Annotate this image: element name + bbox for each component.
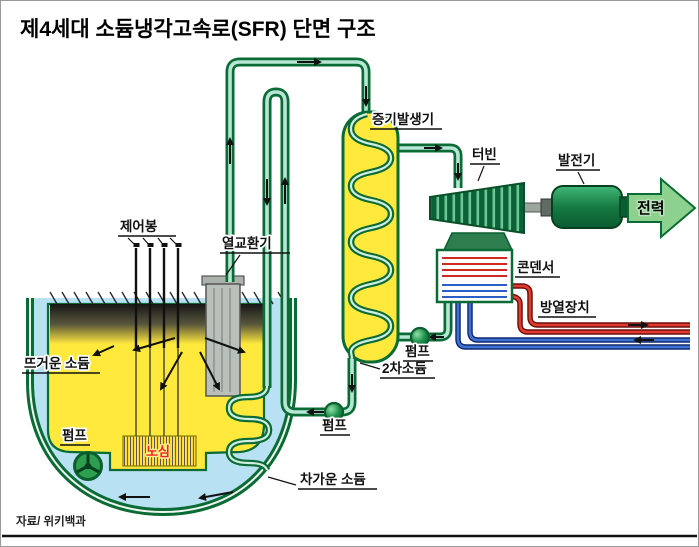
svg-text:차가운 소듐: 차가운 소듐 bbox=[300, 472, 366, 487]
impeller-hub bbox=[84, 462, 92, 470]
generator-unit bbox=[540, 185, 633, 229]
ihx-tubes bbox=[213, 288, 231, 392]
svg-text:제어봉: 제어봉 bbox=[120, 218, 157, 234]
reactor-core bbox=[122, 435, 197, 467]
label-pump-secondary: 펌프 bbox=[320, 415, 350, 436]
label-reactor-core: 노심 bbox=[145, 443, 172, 461]
label-heat-exchanger: 열교환기 bbox=[220, 233, 290, 276]
svg-text:열교환기: 열교환기 bbox=[222, 235, 272, 251]
coupling bbox=[540, 198, 553, 217]
label-steam-generator: 증기발생기 bbox=[370, 109, 442, 130]
label-generator: 발전기 bbox=[556, 150, 600, 185]
power-arrow: 전력 bbox=[627, 176, 697, 240]
label-turbine: 터빈 bbox=[470, 145, 500, 182]
pump-ball-icon bbox=[323, 401, 345, 423]
power-arrow-icon bbox=[627, 176, 697, 240]
condenser bbox=[435, 232, 514, 304]
svg-text:증기발생기: 증기발생기 bbox=[372, 111, 434, 127]
sodium-flow-arrows bbox=[92, 337, 246, 501]
vessel-wall-gap bbox=[29, 298, 294, 514]
secondary-pump bbox=[323, 401, 345, 423]
svg-text:펌프: 펌프 bbox=[62, 427, 87, 443]
label-secondary-sodium: 2차소듐 bbox=[359, 359, 435, 379]
label-control-rods: 제어봉 bbox=[118, 216, 179, 247]
label-cold-sodium: 차가운 소듐 bbox=[267, 470, 377, 490]
primary-pump bbox=[73, 451, 103, 481]
svg-text:콘덴서: 콘덴서 bbox=[517, 260, 554, 275]
svg-text:뜨거운 소듐: 뜨거운 소듐 bbox=[24, 356, 90, 371]
svg-text:방열장치: 방열장치 bbox=[540, 299, 590, 315]
source-credit: 자료/ 위키백과 bbox=[16, 514, 86, 528]
intermediate-heat-exchanger bbox=[201, 275, 245, 397]
turbine bbox=[429, 181, 551, 235]
radiator-pipes bbox=[455, 283, 690, 350]
svg-text:노심: 노심 bbox=[146, 444, 170, 459]
condenser-inlet-funnel bbox=[442, 232, 514, 251]
condenser-cold-tubes bbox=[442, 284, 507, 298]
feedwater-pump bbox=[409, 326, 431, 348]
pipe-flow-arrows bbox=[226, 58, 654, 416]
svg-text:펌프: 펌프 bbox=[322, 417, 347, 433]
svg-text:펌프: 펌프 bbox=[405, 343, 430, 359]
svg-text:터빈: 터빈 bbox=[472, 147, 497, 162]
control-rods bbox=[133, 243, 182, 436]
label-power: 전력 bbox=[637, 199, 665, 217]
label-radiator: 방열장치 bbox=[538, 297, 596, 318]
svg-text:2차소듐: 2차소듐 bbox=[382, 361, 427, 376]
condenser-hot-tubes bbox=[442, 257, 507, 277]
steam-generator bbox=[341, 110, 400, 364]
control-rod-guides bbox=[135, 348, 179, 436]
page-title: 제4세대 소듐냉각고속로(SFR) 단면 구조 bbox=[20, 18, 376, 41]
label-hot-sodium: 뜨거운 소듐 bbox=[22, 354, 100, 374]
turbine-body bbox=[429, 181, 525, 235]
label-pump-primary: 펌프 bbox=[60, 425, 90, 446]
generator-body bbox=[551, 185, 623, 229]
steam-line bbox=[396, 143, 463, 188]
reactor-vessel bbox=[26, 291, 297, 517]
pump-ball-icon bbox=[409, 326, 431, 348]
label-condenser: 콘덴서 bbox=[515, 258, 560, 278]
core-block bbox=[122, 435, 197, 467]
svg-text:발전기: 발전기 bbox=[558, 152, 595, 168]
label-pump-feedwater: 펌프 bbox=[403, 341, 433, 362]
control-rod-drives bbox=[134, 248, 180, 348]
